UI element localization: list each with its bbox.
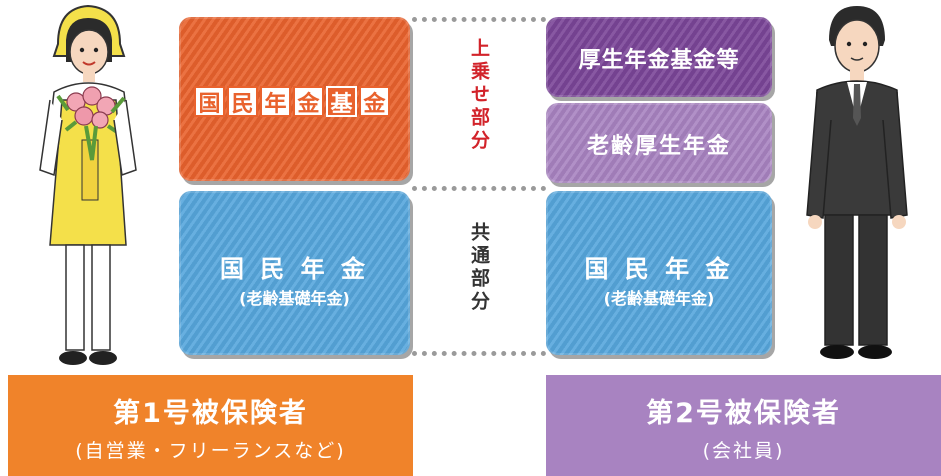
category-1-insured-subtitle: (自営業・フリーランスなど) xyxy=(75,440,346,462)
category-1-insured-title: 第1号被保険者 xyxy=(113,398,308,429)
left-national-pension-subtitle: (老齢基礎年金) xyxy=(239,289,350,308)
national-pension-fund-label: 国 民 年 金 基 金 xyxy=(194,86,390,117)
fund-char-3: 年 xyxy=(260,86,291,117)
self-employed-woman-illustration xyxy=(39,4,137,365)
top-up-portion-label: 上乗せ部分 xyxy=(468,38,490,153)
old-age-employee-pension-block: 老齢厚生年金 xyxy=(546,103,772,183)
fund-char-2: 民 xyxy=(227,86,258,117)
fund-char-1: 国 xyxy=(194,86,225,117)
left-national-pension-title: 国 民 年 金 xyxy=(219,255,370,283)
employee-pension-fund-block: 厚生年金基金等 xyxy=(546,17,772,97)
employee-pension-fund-title: 厚生年金基金等 xyxy=(578,48,740,73)
category-1-insured-bar: 第1号被保険者 (自営業・フリーランスなど) xyxy=(8,375,413,476)
left-national-pension-block: 国 民 年 金 (老齢基礎年金) xyxy=(179,191,410,355)
right-national-pension-block: 国 民 年 金 (老齢基礎年金) xyxy=(546,191,772,355)
common-portion-label: 共通部分 xyxy=(468,222,490,314)
top-dotted-line xyxy=(412,17,546,22)
employee-man-illustration xyxy=(806,6,908,359)
fund-char-5: 基 xyxy=(326,86,357,117)
right-national-pension-subtitle: (老齢基礎年金) xyxy=(603,289,715,308)
old-age-employee-pension-title: 老齢厚生年金 xyxy=(586,134,731,159)
bottom-dotted-line xyxy=(412,351,546,356)
fund-char-4: 金 xyxy=(293,86,324,117)
right-national-pension-title: 国 民 年 金 xyxy=(584,255,734,283)
middle-dotted-line xyxy=(412,186,546,191)
fund-char-6: 金 xyxy=(359,86,390,117)
category-2-insured-title: 第2号被保険者 xyxy=(646,398,841,429)
category-2-insured-subtitle: (会社員) xyxy=(702,440,785,462)
category-2-insured-bar: 第2号被保険者 (会社員) xyxy=(546,375,941,476)
